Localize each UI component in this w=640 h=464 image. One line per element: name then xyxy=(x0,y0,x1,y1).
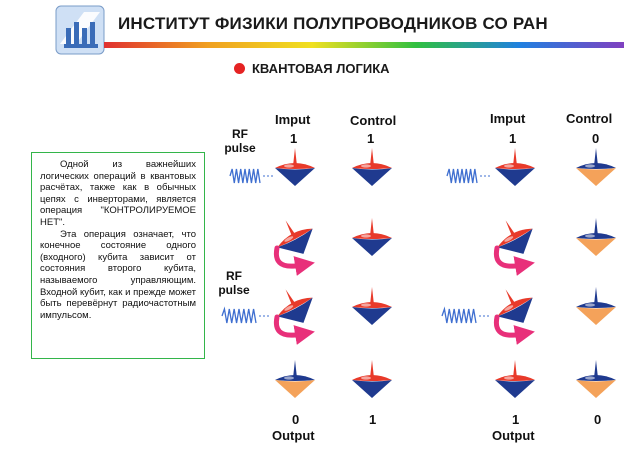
flip-arrow-right-2 xyxy=(493,314,535,345)
rf-wave-4 xyxy=(441,306,490,324)
rf-pulse-label-1: RF pulse xyxy=(224,127,256,155)
left-input-label: Imput xyxy=(275,112,311,127)
left-control-label: Control xyxy=(350,113,397,128)
rainbow-divider xyxy=(104,42,624,48)
right-control-qubit-1 xyxy=(576,148,616,186)
right-output-value: 1 xyxy=(512,412,520,427)
left-output-control-qubit xyxy=(352,360,392,398)
right-output-control-qubit xyxy=(576,360,616,398)
right-control-qubit-3 xyxy=(576,287,616,325)
flip-arrow-right-1 xyxy=(493,245,535,276)
rf-wave-2 xyxy=(446,168,491,184)
left-output-value: 0 xyxy=(292,412,300,427)
left-control-value: 1 xyxy=(367,131,375,146)
left-input-value: 1 xyxy=(290,131,298,146)
left-control-qubit-1 xyxy=(352,148,392,186)
flip-arrow-left-2 xyxy=(273,314,315,345)
right-input-qubit-3 xyxy=(497,289,533,323)
right-output-label: Output xyxy=(492,428,535,443)
right-input-value: 1 xyxy=(509,131,517,146)
right-output-control-value: 0 xyxy=(594,412,602,427)
left-control-qubit-2 xyxy=(352,218,392,256)
section-title-text: КВАНТОВАЯ ЛОГИКА xyxy=(252,61,390,76)
rf-pulse-label-2: RF pulse xyxy=(216,269,252,297)
right-input-label: Imput xyxy=(490,111,526,126)
left-input-qubit-3 xyxy=(277,289,313,323)
left-output-control-value: 1 xyxy=(369,412,377,427)
right-control-value: 0 xyxy=(592,131,600,146)
right-control-qubit-2 xyxy=(576,218,616,256)
right-input-qubit-2 xyxy=(497,220,533,254)
left-output-qubit xyxy=(275,360,315,398)
institute-logo xyxy=(55,5,105,55)
right-input-qubit-1 xyxy=(495,148,535,186)
rf-wave-1 xyxy=(229,168,274,184)
rf-pulse-line1: RF xyxy=(232,127,248,141)
bullet-dot-icon xyxy=(234,63,245,74)
description-paragraph-2: Эта операция означает, что конечное сост… xyxy=(40,228,196,321)
rf-wave-3 xyxy=(221,306,270,324)
rf-pulse-line1: RF xyxy=(226,269,242,283)
rf-pulse-line2: pulse xyxy=(218,283,250,297)
left-input-qubit-1 xyxy=(275,148,315,186)
description-paragraph-1: Одной из важнейших логических операций в… xyxy=(40,159,196,228)
section-title: КВАНТОВАЯ ЛОГИКА xyxy=(234,61,390,76)
page-title: ИНСТИТУТ ФИЗИКИ ПОЛУПРОВОДНИКОВ СО РАН xyxy=(118,14,548,33)
left-output-label: Output xyxy=(272,428,315,443)
flip-arrow-left-1 xyxy=(273,245,315,276)
left-control-qubit-3 xyxy=(352,287,392,325)
description-box: Одной из важнейших логических операций в… xyxy=(31,152,205,359)
right-control-label: Control xyxy=(566,111,613,126)
rf-pulse-line2: pulse xyxy=(224,141,256,155)
right-output-qubit xyxy=(495,360,535,398)
left-input-qubit-2 xyxy=(277,220,313,254)
